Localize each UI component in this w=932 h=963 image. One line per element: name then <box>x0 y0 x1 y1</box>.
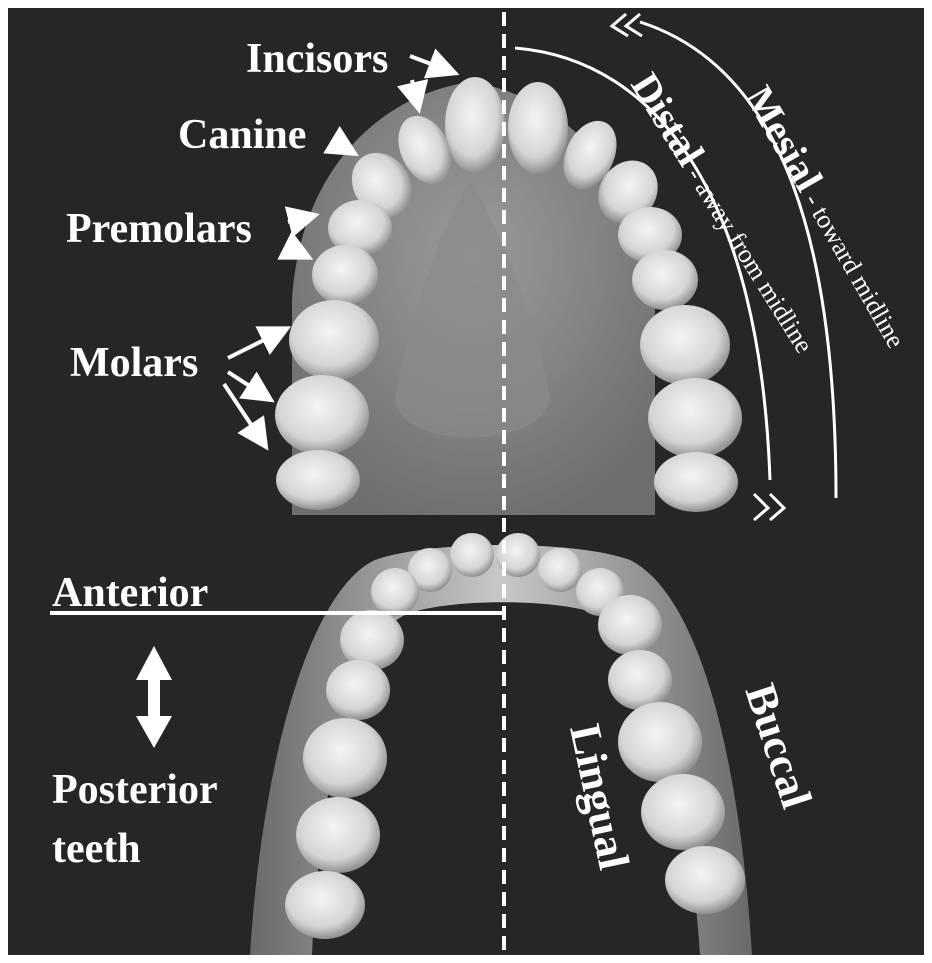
upper-central-incisor-right <box>508 82 568 174</box>
lower-incisor-4 <box>538 548 582 592</box>
lower-molar-3-right <box>665 846 745 914</box>
lower-molar-3-left <box>285 871 365 939</box>
upper-central-incisor-left <box>445 77 505 173</box>
lower-incisor-1 <box>450 533 494 577</box>
molars-label: Molars <box>70 340 198 386</box>
upper-molar-3-left <box>276 450 360 510</box>
posterior-label: Posterior <box>52 767 218 813</box>
anterior-label: Anterior <box>52 570 208 616</box>
canine-label: Canine <box>178 112 306 158</box>
upper-premolar-2-left <box>312 245 378 305</box>
lower-molar-1-left <box>303 718 387 798</box>
premolars-label: Premolars <box>66 206 252 252</box>
upper-premolar-2-right <box>632 250 698 310</box>
lower-premolar-1-left <box>340 610 404 670</box>
lower-premolar-2-left <box>326 660 390 720</box>
lower-premolar-1-right <box>598 595 662 655</box>
lower-molar-1-right <box>618 702 702 782</box>
upper-molar-2-right <box>648 378 742 458</box>
lower-premolar-2-right <box>608 650 672 710</box>
lower-molar-2-right <box>641 774 725 850</box>
upper-molar-1-left <box>289 300 379 380</box>
teeth-label: teeth <box>52 826 141 872</box>
upper-molar-3-right <box>654 452 738 512</box>
lower-molar-2-left <box>296 797 380 873</box>
upper-molar-2-left <box>275 375 369 455</box>
incisors-label: Incisors <box>246 36 388 82</box>
lower-canine-left <box>371 568 419 616</box>
upper-molar-1-right <box>640 305 730 385</box>
